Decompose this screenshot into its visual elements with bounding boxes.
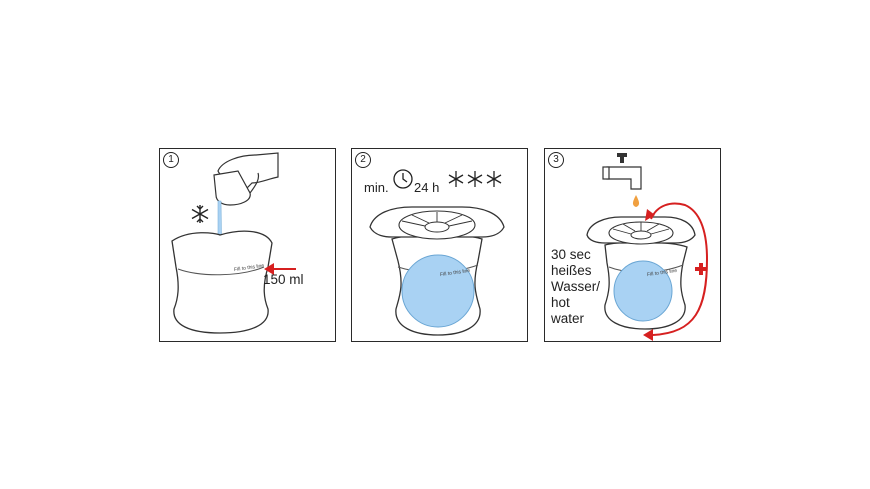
instruction-line-3: Wasser/ <box>551 279 601 294</box>
step-1-panel: 1 Fill to this line 150 ml <box>159 148 336 342</box>
instruction-line-2: heißes <box>551 263 592 278</box>
volume-label: 150 ml <box>263 272 304 287</box>
step-2-panel: 2 min. 24 h Fill to this line <box>351 148 528 342</box>
frozen-ice <box>613 260 673 322</box>
min-label: min. <box>364 180 389 195</box>
pour-arrow-icon <box>264 263 296 275</box>
breastmilk-bag <box>171 230 273 334</box>
step-number-badge: 1 <box>163 152 179 168</box>
freezer-lid <box>586 216 696 245</box>
freezer-lid <box>369 206 505 240</box>
snowflake-icon <box>448 171 502 187</box>
cup-icon <box>213 170 251 206</box>
plus-icon <box>695 263 707 275</box>
step-3-panel: 3 Fill to this line 30 sec heißes Wasser… <box>544 148 721 342</box>
rotate-arrow-icon <box>650 202 709 336</box>
instruction-line-1: 30 sec <box>551 247 591 262</box>
step-3-illustration <box>586 153 709 341</box>
step-2-illustration <box>369 169 505 336</box>
instruction-line-5: water <box>551 311 585 326</box>
frozen-ice <box>401 254 475 328</box>
step-1-illustration <box>171 152 296 334</box>
step-number-badge: 3 <box>548 152 564 168</box>
clock-icon <box>393 169 413 189</box>
instruction-line-4: hot <box>551 295 570 310</box>
water-drop-icon <box>632 195 640 207</box>
duration-label: 24 h <box>414 180 440 195</box>
tap-icon <box>602 153 642 190</box>
snowflake-icon <box>191 205 209 223</box>
step-number-badge: 2 <box>355 152 371 168</box>
